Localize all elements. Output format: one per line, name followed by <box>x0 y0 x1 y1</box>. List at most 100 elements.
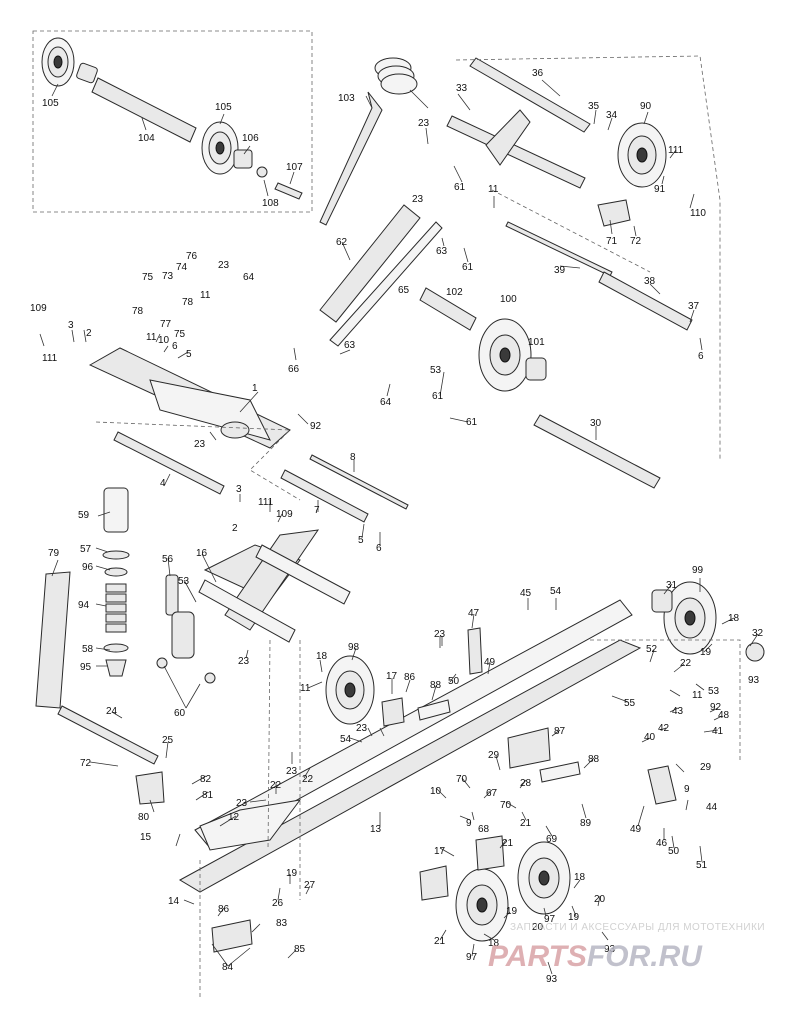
callout-106: 106 <box>242 133 259 144</box>
callout-6: 6 <box>698 351 704 362</box>
callout-20: 20 <box>532 922 544 933</box>
callout-11: 11 <box>692 690 703 701</box>
callout-109: 109 <box>276 509 293 520</box>
callout-92: 92 <box>710 702 722 713</box>
callout-30: 30 <box>590 418 602 429</box>
callout-74: 74 <box>176 262 188 273</box>
callout-11: 11 <box>146 332 157 343</box>
callout-104: 104 <box>138 133 155 144</box>
callout-22: 22 <box>302 774 314 785</box>
callout-111: 111 <box>42 353 58 364</box>
torsion-spring-103 <box>319 57 429 226</box>
callout-3: 3 <box>68 320 74 331</box>
callout-75: 75 <box>142 272 154 283</box>
callout-83: 83 <box>276 918 288 929</box>
slide-rails <box>178 599 642 893</box>
callout-23: 23 <box>236 798 248 809</box>
callout-5: 5 <box>358 535 364 546</box>
callout-1: 1 <box>252 383 258 394</box>
callout-11: 11 <box>200 290 211 301</box>
callout-99: 99 <box>692 565 704 576</box>
callout-21: 21 <box>520 818 532 829</box>
watermark-logo-left: PARTS <box>488 940 587 973</box>
callout-17: 17 <box>434 846 446 857</box>
idler-wheel-97-left <box>455 868 509 942</box>
callout-39: 39 <box>554 265 566 276</box>
callout-78: 78 <box>182 297 194 308</box>
rear-arm-16 <box>198 529 351 643</box>
callout-92: 92 <box>310 421 322 432</box>
callout-66: 66 <box>288 364 300 375</box>
callout-61: 61 <box>432 391 444 402</box>
spacer-101 <box>525 357 547 381</box>
callout-105: 105 <box>215 102 232 113</box>
callout-61: 61 <box>466 417 478 428</box>
spacer-31 <box>651 589 673 613</box>
callout-31: 31 <box>666 580 678 591</box>
callout-70: 70 <box>456 774 468 785</box>
callout-95: 95 <box>80 662 92 673</box>
callout-28: 28 <box>520 778 532 789</box>
callout-19: 19 <box>568 912 580 923</box>
callout-labels: 105 104 105 106 107 108 103 23 61 33 36 … <box>30 68 764 985</box>
callout-86: 86 <box>404 672 416 683</box>
callout-23: 23 <box>418 118 430 129</box>
callout-56: 56 <box>162 554 174 565</box>
callout-52: 52 <box>646 644 658 655</box>
callout-17: 17 <box>386 671 398 682</box>
callout-43: 43 <box>672 706 684 717</box>
shaft-24 <box>57 705 159 765</box>
callout-72: 72 <box>80 758 92 769</box>
callout-63: 63 <box>436 246 448 257</box>
callout-68: 68 <box>478 824 490 835</box>
callout-90: 90 <box>640 101 652 112</box>
shaft-36 <box>469 57 591 133</box>
shaft-7 <box>280 469 369 523</box>
callout-63: 63 <box>344 340 356 351</box>
callout-19: 19 <box>700 647 712 658</box>
callout-80: 80 <box>138 812 150 823</box>
link-65 <box>329 221 443 347</box>
callout-110: 110 <box>690 208 706 219</box>
callout-9: 9 <box>684 784 690 795</box>
callout-53: 53 <box>708 686 720 697</box>
callout-89: 89 <box>580 818 592 829</box>
watermark-logo-right: FOR.RU <box>587 940 703 973</box>
callout-109: 109 <box>30 303 47 314</box>
callout-64: 64 <box>243 272 255 283</box>
callout-11: 11 <box>300 683 311 694</box>
bracket-17-lower-left <box>419 865 449 901</box>
idler-wheel-97-right <box>517 841 571 915</box>
callout-25: 25 <box>162 735 174 746</box>
callout-18: 18 <box>316 651 328 662</box>
callout-29: 29 <box>488 750 500 761</box>
callout-21: 21 <box>502 838 514 849</box>
shaft-38 <box>598 271 693 331</box>
callout-78: 78 <box>132 306 144 317</box>
callout-111: 111 <box>668 145 684 156</box>
rocker-arm-33 <box>485 109 531 166</box>
callout-59: 59 <box>78 510 90 521</box>
callout-91: 91 <box>654 184 666 195</box>
idler-wheel-100 <box>478 318 532 392</box>
callout-64: 64 <box>380 397 392 408</box>
callout-61: 61 <box>454 182 466 193</box>
callout-108: 108 <box>262 198 279 209</box>
callout-18: 18 <box>574 872 586 883</box>
plate-88-upper <box>417 699 451 721</box>
callout-37: 37 <box>688 301 700 312</box>
callout-77: 77 <box>160 319 172 330</box>
callout-41: 41 <box>712 726 724 737</box>
callout-23: 23 <box>412 194 424 205</box>
callout-14: 14 <box>168 896 180 907</box>
idler-wheel-99 <box>663 581 717 655</box>
callout-22: 22 <box>680 658 692 669</box>
bracket-83 <box>211 919 253 953</box>
idler-wheel-98 <box>325 655 375 725</box>
callout-44: 44 <box>706 802 718 813</box>
callout-61: 61 <box>462 262 474 273</box>
callout-50: 50 <box>448 676 460 687</box>
front-arm-1 <box>88 347 291 449</box>
callout-96: 96 <box>82 562 94 573</box>
